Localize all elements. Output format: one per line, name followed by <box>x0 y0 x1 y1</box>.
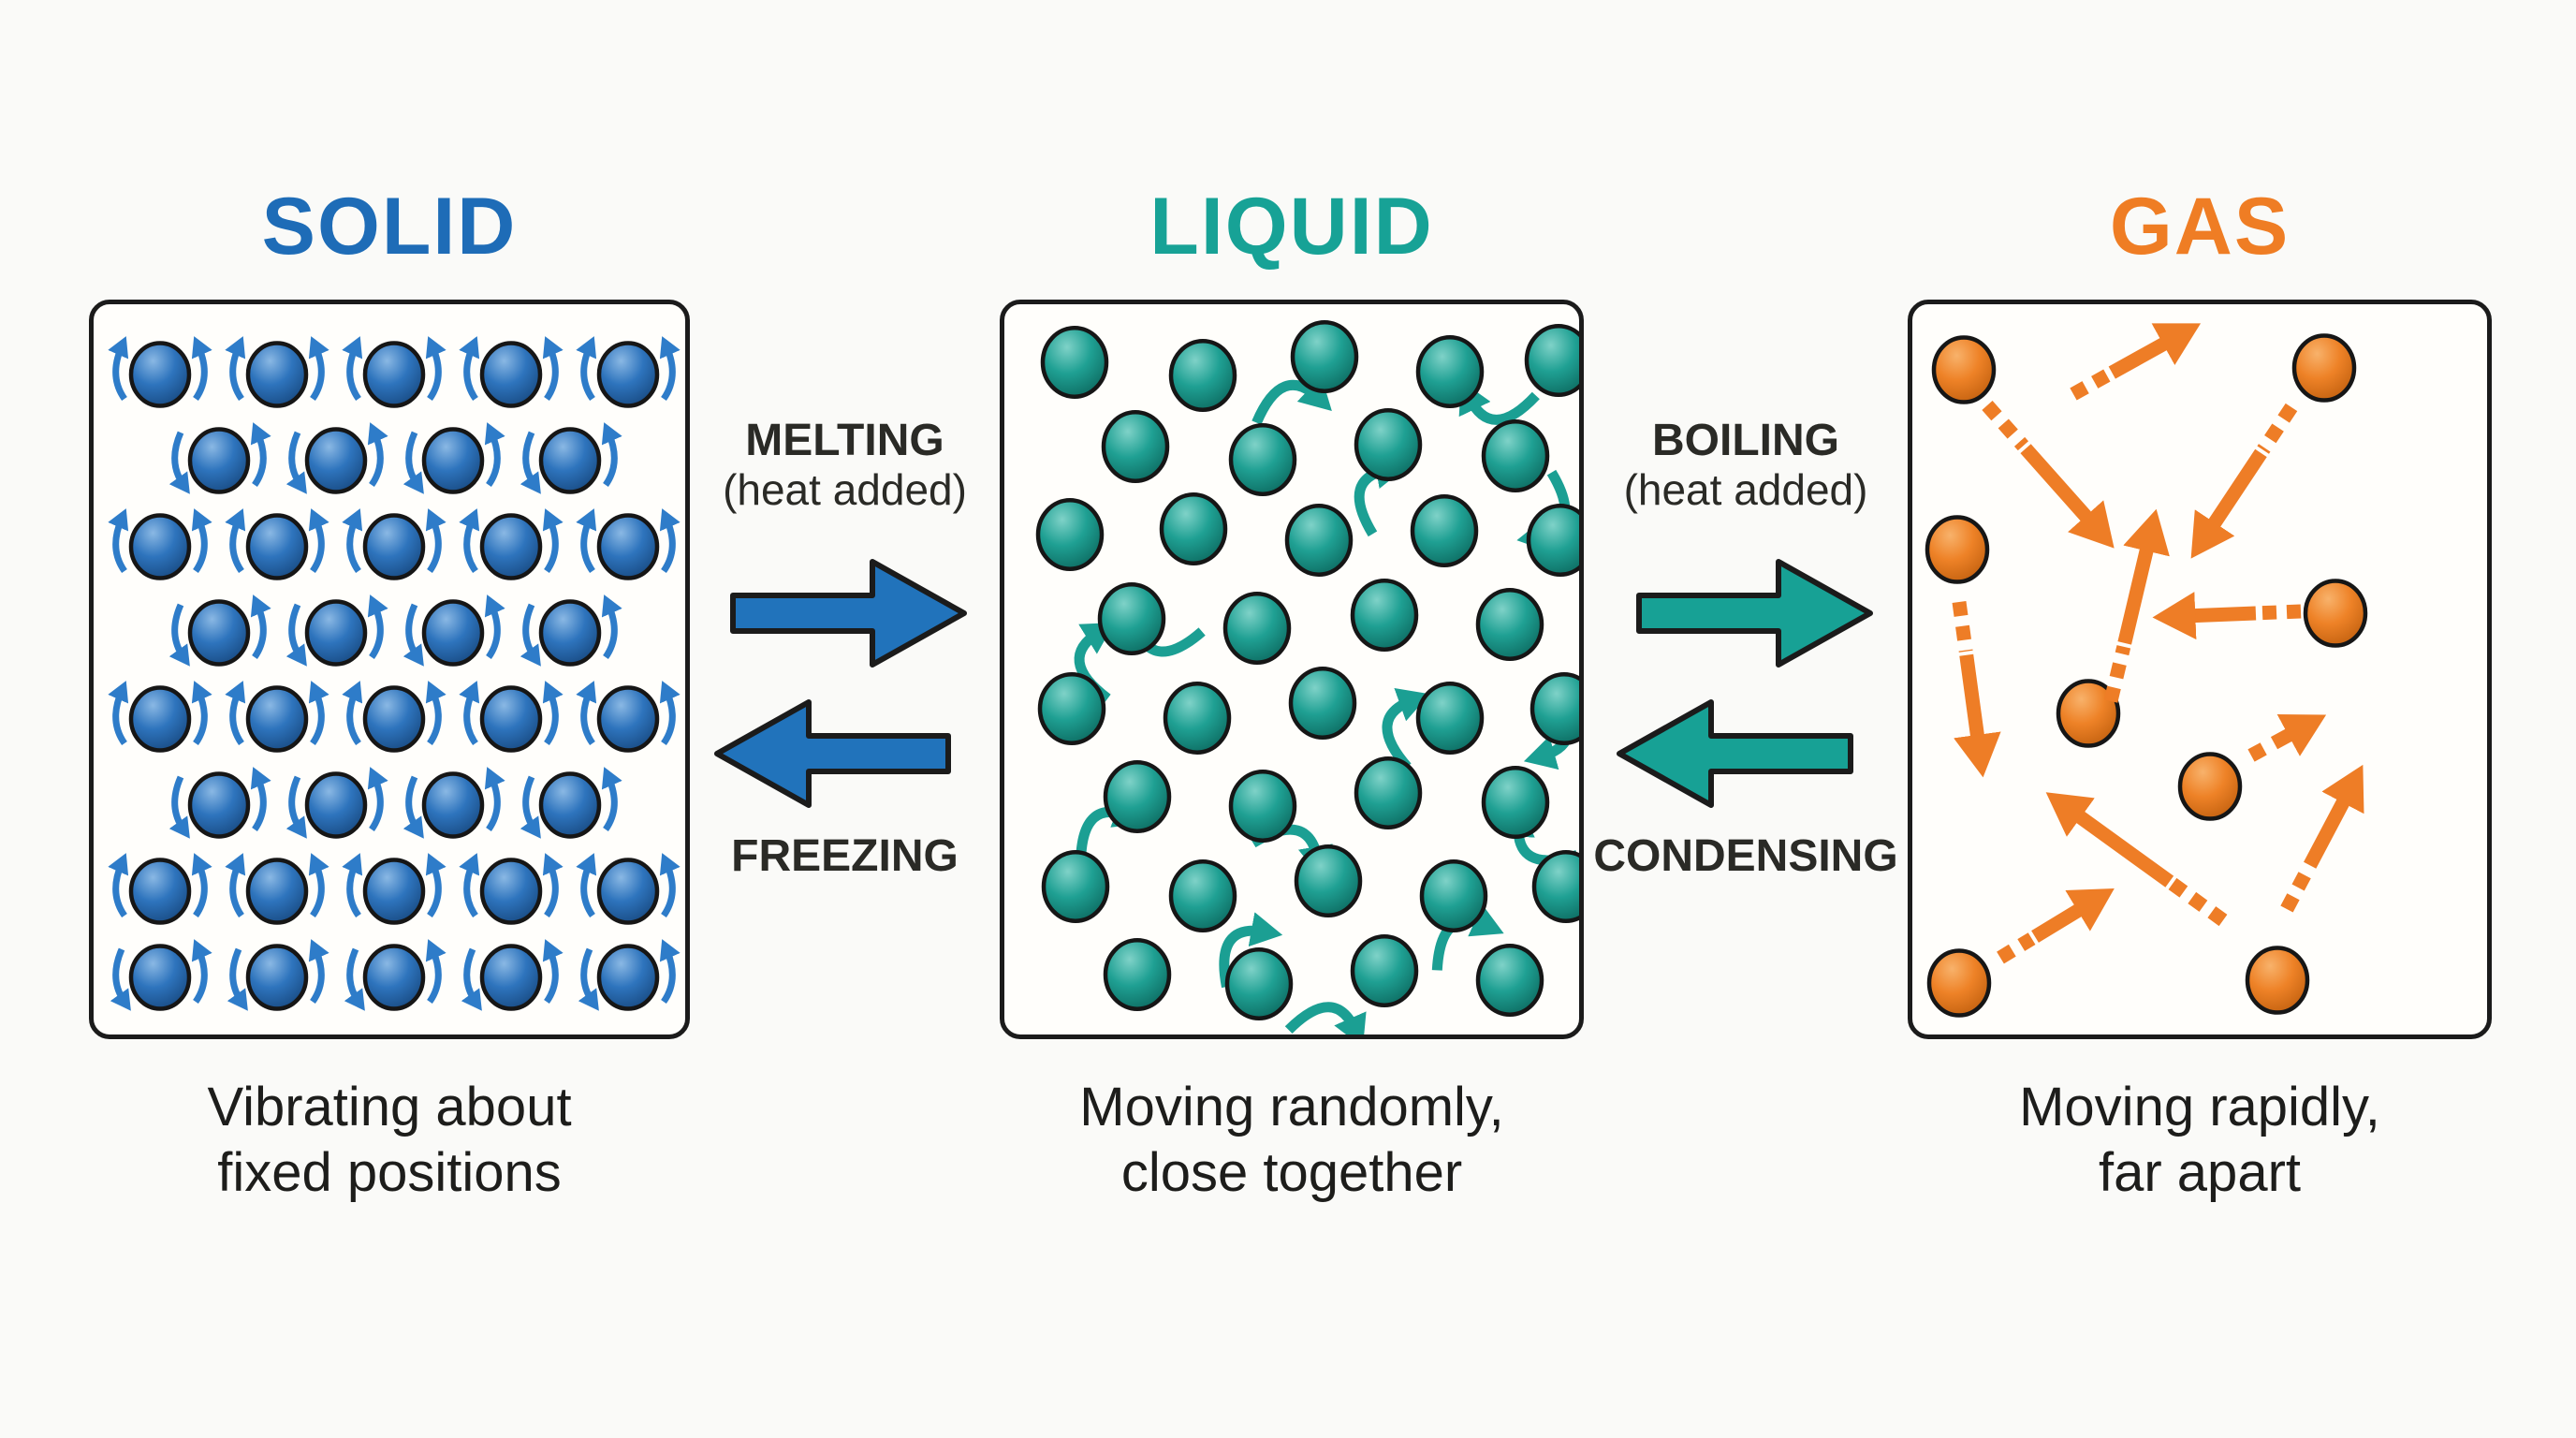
gas-caption: Moving rapidly, far apart <box>2019 1077 2380 1203</box>
boiling-label: BOILING <box>1652 416 1839 465</box>
melting-sublabel: (heat added) <box>723 465 967 514</box>
gas-particle-box <box>1908 300 2492 1039</box>
boiling-right-arrow-icon <box>1636 559 1873 668</box>
liquid-title: LIQUID <box>1149 182 1434 271</box>
freezing-left-arrow-icon <box>714 699 951 808</box>
boiling-label-group: BOILING (heat added) <box>1584 416 1908 515</box>
gas-particles-graphic <box>1925 323 2368 1018</box>
condensing-left-arrow-icon <box>1617 699 1853 808</box>
liquid-particle-box <box>1000 300 1584 1039</box>
solid-caption: Vibrating about fixed positions <box>207 1077 572 1203</box>
liquid-particles-graphic <box>1035 320 1579 1034</box>
liquid-caption: Moving randomly, close together <box>1079 1077 1504 1203</box>
condensing-label: CONDENSING <box>1593 831 1898 881</box>
solid-particle-box <box>89 300 690 1039</box>
freezing-label: FREEZING <box>731 831 959 881</box>
solid-particles-graphic <box>108 336 681 1011</box>
solid-title: SOLID <box>261 182 518 271</box>
boiling-sublabel: (heat added) <box>1623 465 1868 514</box>
melting-right-arrow-icon <box>730 559 967 668</box>
gas-title: GAS <box>2109 182 2291 271</box>
melting-label: MELTING <box>745 416 944 465</box>
melting-label-group: MELTING (heat added) <box>690 416 1000 515</box>
